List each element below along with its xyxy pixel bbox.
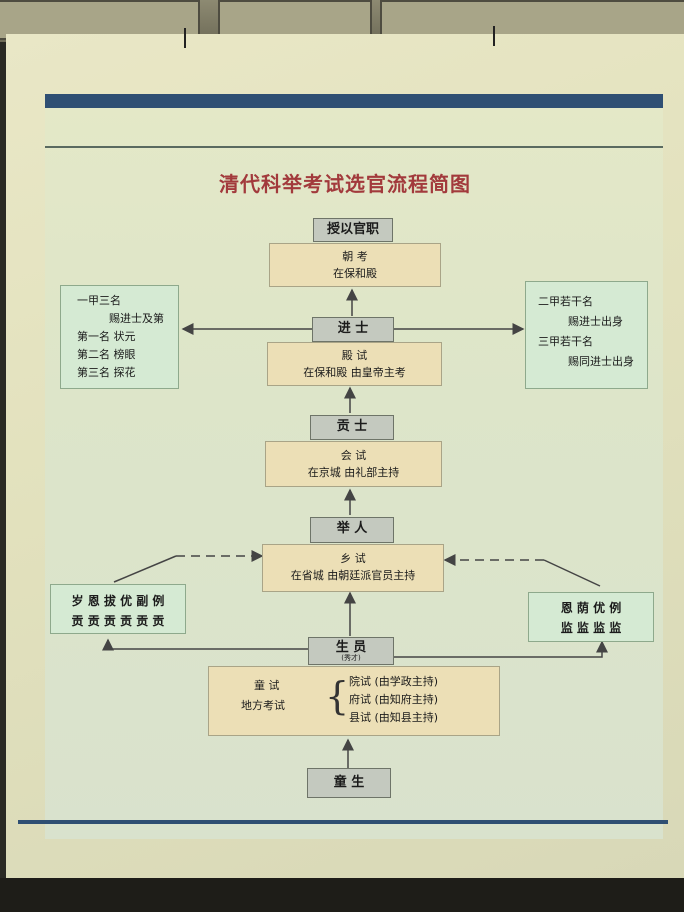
jian-line-1: 恩 荫 优 例: [560, 601, 622, 615]
dianshi-line1: 殿 试: [341, 349, 368, 362]
hanging-wire: [493, 26, 503, 46]
gong-line-1: 岁 恩 拔 优 副 例: [71, 594, 165, 608]
hanging-wire: [184, 28, 194, 48]
chaokao-line2: 在保和殿: [333, 267, 377, 280]
yijia-line-3: 第一名 状元: [77, 330, 136, 343]
line-jian-up: [543, 559, 601, 587]
huishi-line2: 在京城 由礼部主持: [307, 466, 400, 479]
yijia-line-1: 一甲三名: [77, 294, 121, 307]
dianshi-line2: 在保和殿 由皇帝主考: [303, 366, 406, 379]
window-pane: [218, 0, 372, 40]
node-jinshi: 进 士: [312, 317, 394, 342]
erjia-line-2: 赐进士出身: [568, 315, 623, 328]
arrow-shengyuan-jian: [394, 640, 608, 658]
erjia-line-3: 三甲若干名: [538, 335, 593, 348]
chaokao-line1: 朝 考: [342, 250, 368, 263]
erjia-line-1: 二甲若干名: [538, 295, 593, 308]
node-tongshi: 童 试 地方考试 院试 (由学政主持) 府试 (由知府主持) 县试 (由知县主持…: [208, 666, 500, 736]
panel-header-line: [45, 146, 663, 148]
node-huishi: 会 试 在京城 由礼部主持: [265, 441, 442, 487]
yijia-line-4: 第二名 榜眼: [77, 348, 136, 361]
tongshi-left2: 地方考试: [241, 699, 285, 712]
node-xiangshi: 乡 试 在省城 由朝廷派官员主持: [262, 544, 444, 592]
top-wall-strip: [0, 0, 684, 42]
node-tongsheng: 童 生: [307, 768, 391, 798]
shengyuan-note: (秀才): [341, 654, 361, 662]
side-box-yijia: 一甲三名 赐进士及第 第一名 状元 第二名 榜眼 第三名 探花: [60, 285, 179, 389]
node-juren: 举 人: [310, 517, 394, 543]
tongshi-right-1: 院试 (由学政主持): [349, 675, 439, 688]
node-dianshi: 殿 试 在保和殿 由皇帝主考: [267, 342, 442, 386]
panel-header-bar: [45, 94, 663, 108]
node-shengyuan: 生 员 (秀才): [308, 637, 394, 665]
node-shouyi: 授以官职: [313, 218, 393, 242]
shengyuan-label: 生 员: [335, 640, 367, 655]
jian-line-2: 监 监 监 监: [560, 621, 622, 635]
xiangshi-line1: 乡 试: [340, 552, 366, 565]
arrow-shengyuan-gong: [102, 638, 308, 651]
tongshi-brace: {: [325, 674, 350, 718]
node-gongshi: 贡 士: [310, 415, 394, 440]
side-box-gong: 岁 恩 拔 优 副 例 贡 贡 贡 贡 贡 贡: [50, 584, 186, 634]
side-box-jian: 恩 荫 优 例 监 监 监 监: [528, 592, 654, 642]
panel-footer-line: [18, 820, 668, 824]
yijia-line-5: 第三名 探花: [77, 366, 136, 379]
huishi-line1: 会 试: [340, 449, 367, 462]
erjia-line-4: 赐同进士出身: [568, 355, 634, 368]
line-gong-up: [113, 555, 177, 583]
window-pane: [0, 0, 200, 40]
gong-line-2: 贡 贡 贡 贡 贡 贡: [71, 614, 165, 628]
node-chaokao: 朝 考 在保和殿: [269, 243, 441, 287]
yijia-line-2: 赐进士及第: [109, 312, 164, 325]
tongshi-left1: 童 试: [254, 679, 280, 692]
bottom-dark-strip: [0, 878, 684, 912]
xiangshi-line2: 在省城 由朝廷派官员主持: [290, 569, 416, 582]
side-box-erjia: 二甲若干名 赐进士出身 三甲若干名 赐同进士出身: [525, 281, 648, 389]
tongshi-right-3: 县试 (由知县主持): [349, 711, 439, 724]
tongshi-right-2: 府试 (由知府主持): [349, 693, 439, 706]
diagram-title: 清代科举考试选官流程简图: [219, 172, 471, 196]
